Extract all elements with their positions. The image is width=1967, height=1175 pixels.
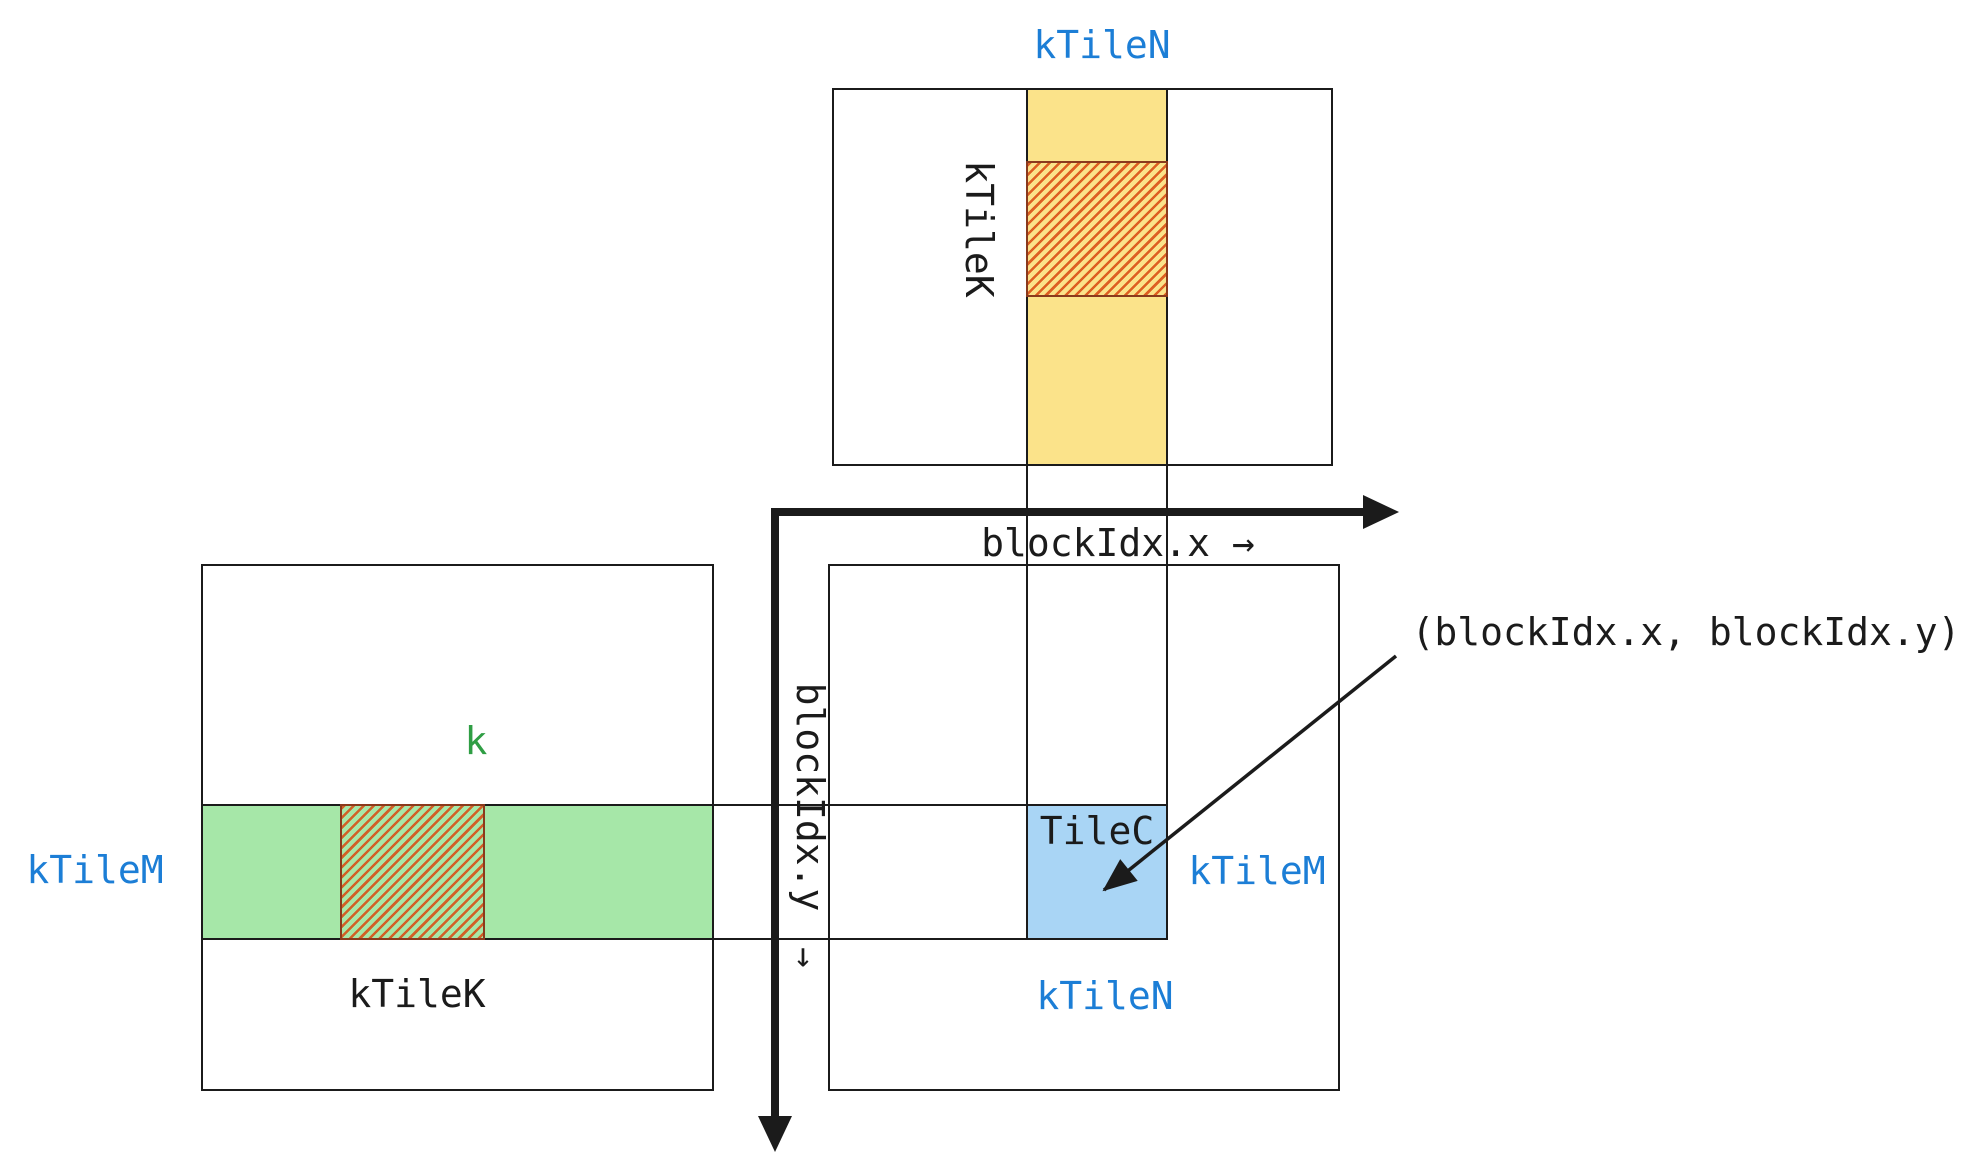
right-arrow-glyph-icon: →	[1231, 521, 1255, 566]
matrix-a-hatched-tile	[340, 804, 485, 940]
matrix-b-hatched-tile	[1026, 161, 1168, 297]
matrix-a-k-label: k	[464, 719, 488, 764]
matrix-c-ktilem-label: kTileM	[1188, 849, 1326, 894]
down-arrow-glyph-icon: ↓	[792, 935, 814, 976]
block-coordinates-annotation: (blockIdx.x, blockIdx.y)	[1411, 610, 1961, 655]
strip-connector-line-right	[1166, 466, 1168, 804]
matrix-b-ktilek-label: kTileK	[956, 160, 1001, 298]
matrix-a-ktilem-label: kTileM	[26, 848, 164, 893]
tile-c-label: TileC	[1039, 809, 1155, 854]
block-idx-y-axis-label: blockIdx.y	[787, 682, 832, 912]
strip-connector-line-left	[1026, 466, 1028, 804]
matrix-b-ktilen-label: kTileN	[1033, 23, 1171, 68]
block-idx-x-text: blockIdx.x	[981, 521, 1210, 566]
matrix-a-ktilek-label: kTileK	[348, 972, 486, 1017]
strip-connector-line-top	[714, 804, 1026, 806]
x-axis-arrowhead-icon	[1363, 495, 1399, 529]
y-axis-arrowhead-icon	[758, 1116, 792, 1152]
matrix-c-ktilen-label: kTileN	[1036, 974, 1174, 1019]
block-idx-x-axis-label: blockIdx.x →	[981, 521, 1255, 566]
strip-connector-line-bottom	[714, 938, 1026, 940]
